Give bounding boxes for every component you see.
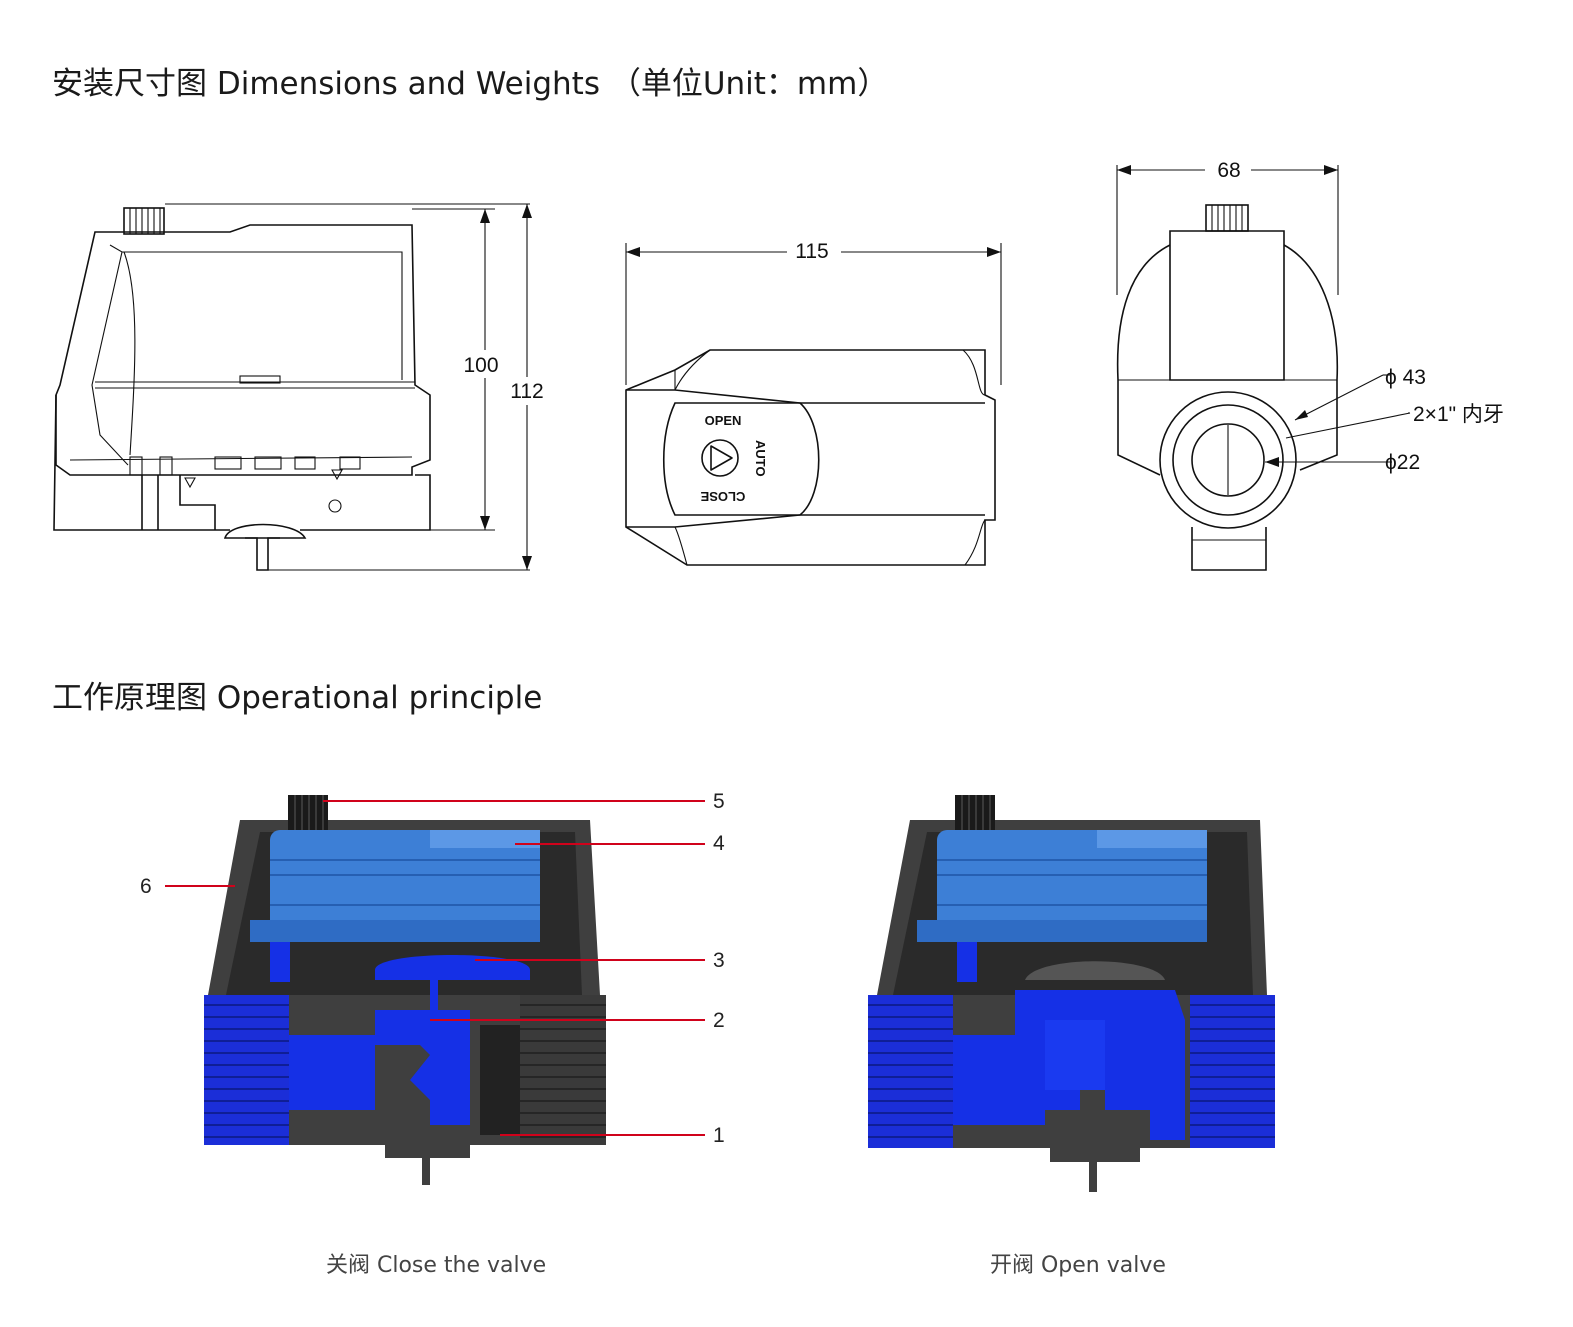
callout-6: 6 <box>140 875 152 898</box>
dimensions-heading: 安装尺寸图 Dimensions and Weights （单位Unit：mm） <box>52 66 889 102</box>
dim-width-68: 68 <box>1217 159 1240 182</box>
front-view-drawing: 68 ϕ 43 2×1" 内牙 ϕ22 <box>1116 155 1504 571</box>
open-valve-caption: 开阀 Open valve <box>990 1253 1166 1278</box>
dim-height-112: 112 <box>510 380 543 403</box>
close-marking: CLOSE <box>700 489 745 504</box>
top-view-drawing: 115 OPEN AUTO CLOSE <box>625 237 1002 566</box>
callout-5: 5 <box>713 790 725 813</box>
dim-thread: 2×1" 内牙 <box>1413 403 1504 426</box>
open-valve-cutaway <box>868 795 1275 1192</box>
close-valve-cutaway: 5 4 3 2 1 6 <box>140 790 725 1185</box>
side-view-drawing: 100 112 <box>53 203 555 571</box>
callout-1: 1 <box>713 1124 725 1147</box>
close-valve-caption: 关阀 Close the valve <box>326 1253 547 1278</box>
dim-dia-43: ϕ 43 <box>1385 366 1426 389</box>
auto-marking: AUTO <box>753 440 768 477</box>
principle-heading: 工作原理图 Operational principle <box>52 680 543 716</box>
dim-height-100: 100 <box>463 354 498 377</box>
dim-length-115: 115 <box>795 240 828 263</box>
callout-2: 2 <box>713 1009 725 1032</box>
open-marking: OPEN <box>705 413 742 428</box>
callout-3: 3 <box>713 949 725 972</box>
dim-dia-22: ϕ22 <box>1385 451 1420 474</box>
callout-4: 4 <box>713 832 725 855</box>
